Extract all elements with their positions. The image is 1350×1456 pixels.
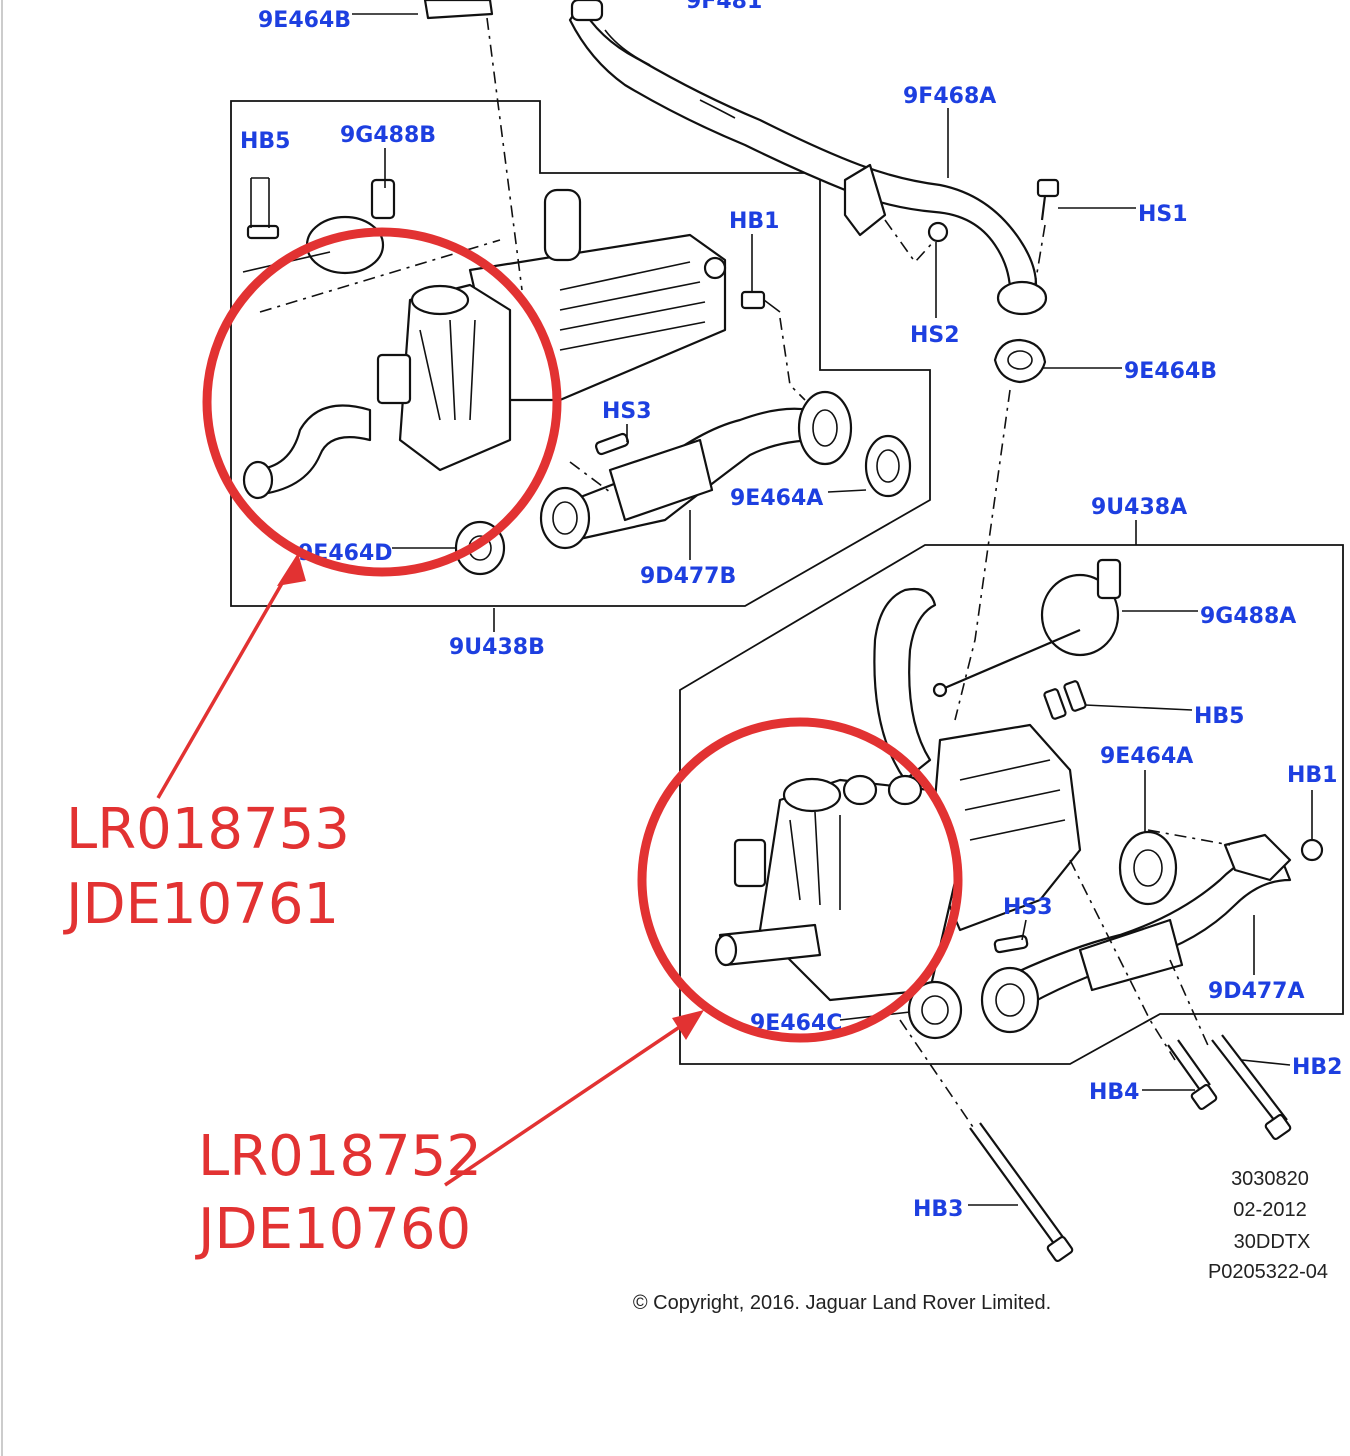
upper-highlight-circle [202, 227, 562, 577]
callout-9u438b: 9U438B [449, 635, 545, 660]
top-pipe-9f468a [423, 0, 1048, 316]
lower-assembly-frame [679, 544, 1344, 1065]
dash-line [779, 317, 806, 401]
callout-hb1-top: HB1 [729, 209, 780, 234]
meta-ref: 3030820 [1231, 1168, 1309, 1190]
callout-9f468a: 9F468A [903, 84, 996, 109]
dash-line [1034, 224, 1046, 286]
callout-9e464b-top: 9E464B [258, 8, 351, 33]
callout-9d477b: 9D477B [640, 564, 736, 589]
callout-9e464a-top: 9E464A [730, 486, 823, 511]
lower-part-number: LR018752 [198, 1124, 482, 1189]
upper-arrow-head [277, 553, 306, 586]
callout-hb3: HB3 [913, 1197, 964, 1222]
lower-highlight-circle [637, 717, 963, 1043]
lower-egr-valve [714, 774, 962, 1002]
callout-hb1-bottom: HB1 [1287, 763, 1338, 788]
dash-line [954, 389, 1011, 721]
lower-arrow-shaft [444, 1018, 691, 1187]
lower-gasket-9e464a [1118, 830, 1178, 906]
upper-hb1-bolt [740, 290, 781, 313]
meta-engine: 30DDTX [1234, 1231, 1311, 1253]
callout-hb5-bottom: HB5 [1194, 704, 1245, 729]
top-clamp-9e464b [423, 0, 494, 20]
dash-line [486, 17, 523, 291]
dash-line [569, 461, 611, 493]
red-annotations: LR018753 JDE10761 LR018752 JDE10760 [63, 227, 963, 1262]
long-bolt-hb2 [1211, 1034, 1292, 1141]
upper-arrow-shaft [156, 565, 294, 799]
callout-9u438a: 9U438A [1091, 495, 1187, 520]
callout-hs1: HS1 [1138, 202, 1188, 227]
lower-pipe-9d477a [980, 833, 1292, 1034]
upper-egr-cooler [468, 188, 727, 402]
callout-9d477a: 9D477A [1208, 979, 1305, 1004]
upper-gasket-9e464a [864, 434, 912, 498]
hs1-bolt [1036, 178, 1060, 221]
upper-assembly-group [230, 17, 931, 607]
diagram-meta: 3030820 02-2012 30DDTX P0205322-04 © Cop… [633, 1168, 1328, 1314]
lower-riser-pipe [873, 587, 937, 782]
callout-hs3-top: HS3 [602, 399, 652, 424]
callout-9g488a: 9G488A [1200, 604, 1296, 629]
lower-vacuum-actuator [932, 558, 1122, 698]
dash-line [884, 219, 936, 264]
copyright-notice: © Copyright, 2016. Jaguar Land Rover Lim… [633, 1292, 1051, 1314]
callout-hb4: HB4 [1089, 1080, 1140, 1105]
upper-egr-valve [242, 283, 512, 500]
callout-9e464a-bottom: 9E464A [1100, 744, 1193, 769]
callout-labels: 9E464B 9F481 9F468A HB5 9G488B HB1 HS1 H… [240, 0, 1343, 1222]
upper-alt-number: JDE10761 [63, 872, 339, 937]
long-bolt-hb3 [969, 1122, 1074, 1263]
callout-9f481: 9F481 [686, 0, 762, 14]
lower-alt-number: JDE10760 [195, 1197, 471, 1262]
callout-hs2: HS2 [910, 323, 960, 348]
leader-lines [352, 13, 1313, 1206]
lower-hs3-stud [993, 934, 1029, 954]
callout-hb2: HB2 [1292, 1055, 1343, 1080]
lower-arrow-head [672, 1010, 704, 1040]
meta-date: 02-2012 [1233, 1199, 1306, 1221]
upper-part-number: LR018753 [66, 797, 350, 862]
dash-line [899, 1019, 976, 1131]
hs2-stud [927, 221, 949, 243]
upper-hs3-stud [594, 432, 630, 456]
lower-gasket-9e464c [907, 980, 963, 1040]
callout-9g488b: 9G488B [340, 123, 436, 148]
lower-hb1-bolt [1300, 838, 1324, 862]
lower-hb5-bolts [1043, 680, 1087, 720]
callout-9e464b-right: 9E464B [1124, 359, 1217, 384]
callout-hb5-top: HB5 [240, 129, 291, 154]
dash-line [1069, 859, 1176, 1061]
dash-line [1169, 959, 1211, 1051]
upper-assembly-frame [230, 100, 931, 607]
long-bolt-hb4 [1167, 1039, 1218, 1111]
clamp-9e464b-right [993, 338, 1047, 384]
upper-pipe-9d477b [539, 390, 853, 550]
lower-assembly-group [679, 544, 1344, 1131]
callout-hs3-bottom: HS3 [1003, 895, 1053, 920]
upper-hb5-bolt [246, 177, 280, 240]
meta-illustration-id: P0205322-04 [1208, 1261, 1328, 1283]
